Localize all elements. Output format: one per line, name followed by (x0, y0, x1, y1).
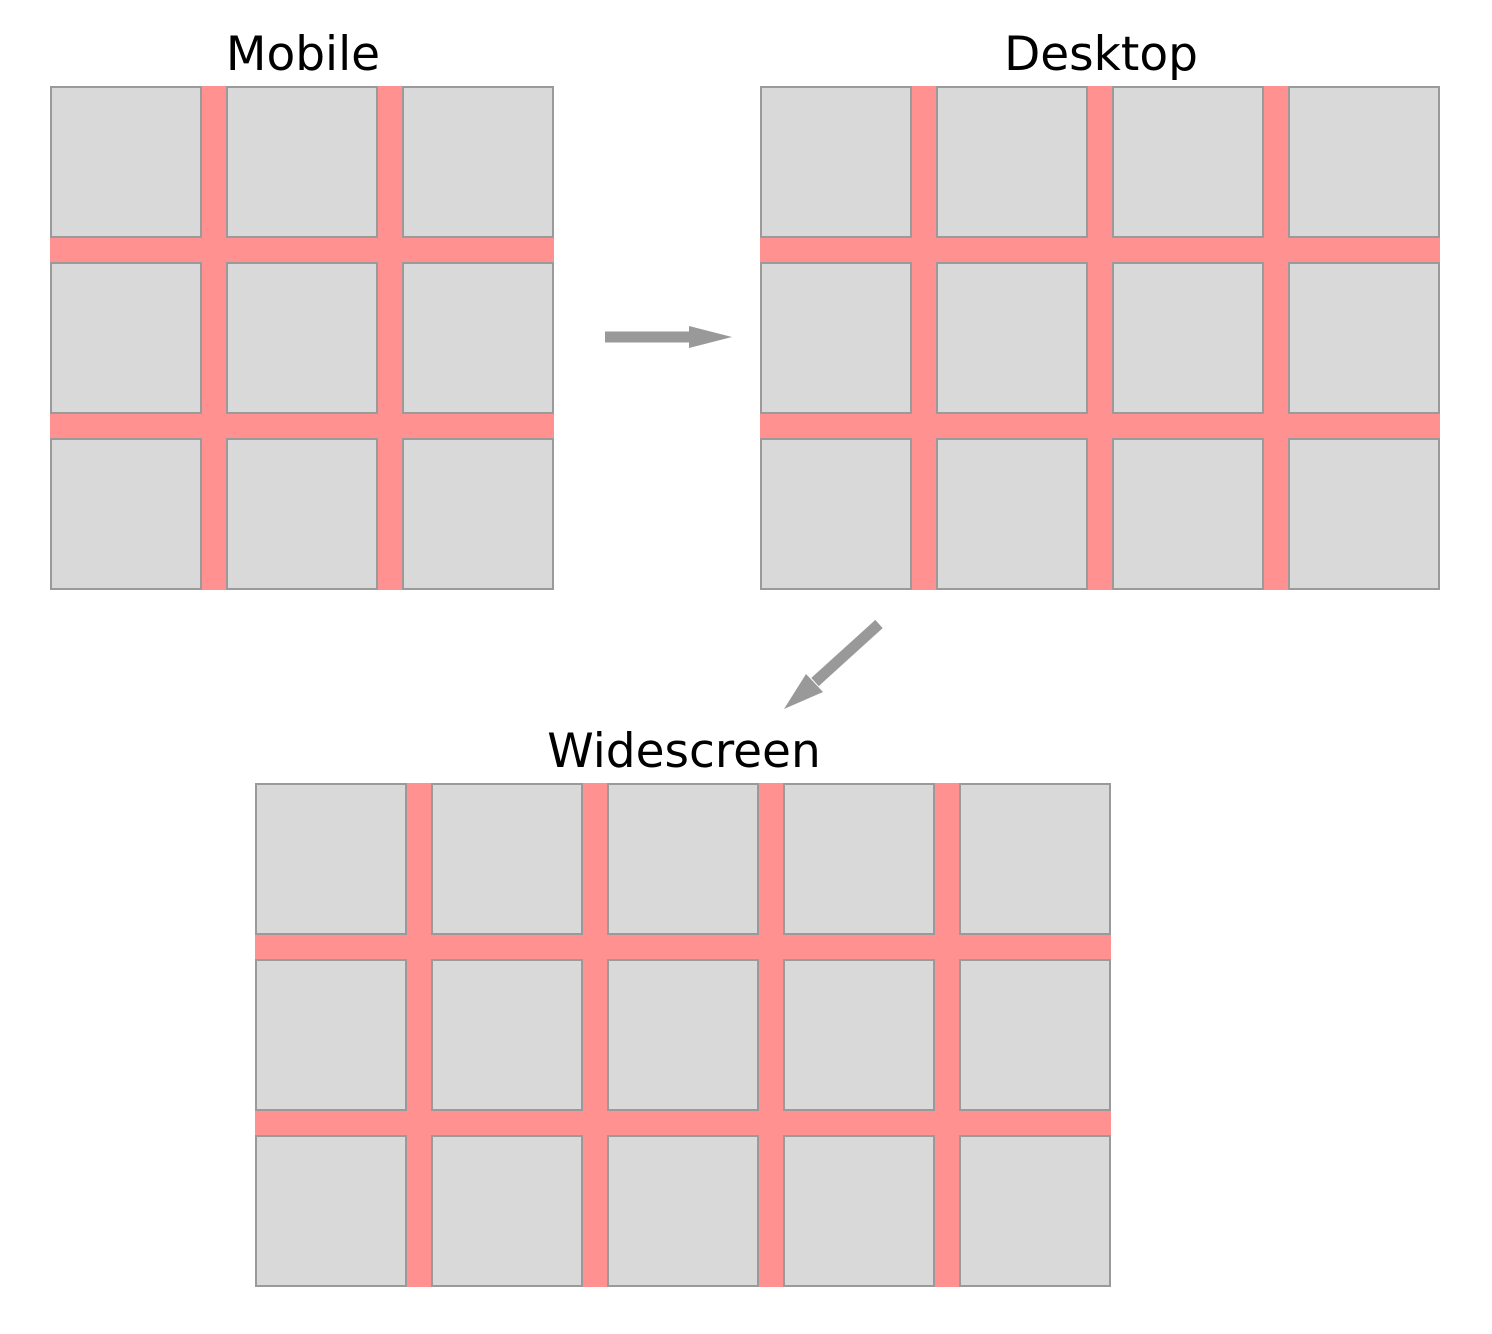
grid-cell (959, 1135, 1111, 1287)
grid-cell (936, 262, 1088, 414)
grid-cell (226, 262, 378, 414)
grid-cell (783, 959, 935, 1111)
grid-cell (402, 438, 554, 590)
arrow-head (689, 326, 732, 348)
widescreen-title: Widescreen (547, 724, 821, 779)
grid-cell (607, 783, 759, 935)
grid-cell (226, 86, 378, 238)
desktop-title: Desktop (1004, 27, 1198, 82)
grid-cell (936, 438, 1088, 590)
desktop-grid (760, 86, 1440, 590)
grid-cell (50, 262, 202, 414)
grid-cell (255, 959, 407, 1111)
arrow-head (784, 674, 823, 709)
grid-cell (959, 959, 1111, 1111)
grid-cell (1112, 262, 1264, 414)
mobile-to-desktop-arrow (605, 326, 732, 348)
grid-cell (607, 1135, 759, 1287)
grid-cell (50, 86, 202, 238)
grid-cell (760, 86, 912, 238)
grid-cell (1288, 262, 1440, 414)
grid-cell (760, 438, 912, 590)
desktop-to-widescreen-arrow (784, 619, 883, 709)
grid-cell (1288, 86, 1440, 238)
grid-cell (255, 1135, 407, 1287)
arrow-shaft (811, 619, 883, 687)
grid-cell (431, 959, 583, 1111)
grid-cell (959, 783, 1111, 935)
grid-cell (431, 1135, 583, 1287)
grid-cell (1288, 438, 1440, 590)
grid-cell (1112, 86, 1264, 238)
grid-cell (431, 783, 583, 935)
grid-cell (607, 959, 759, 1111)
grid-cell (783, 783, 935, 935)
grid-cell (226, 438, 378, 590)
mobile-grid (50, 86, 554, 590)
grid-cell (50, 438, 202, 590)
grid-cell (402, 86, 554, 238)
widescreen-grid (255, 783, 1111, 1287)
mobile-title: Mobile (225, 27, 381, 82)
grid-cell (936, 86, 1088, 238)
grid-cell (402, 262, 554, 414)
grid-cell (760, 262, 912, 414)
grid-cell (1112, 438, 1264, 590)
grid-cell (255, 783, 407, 935)
grid-cell (783, 1135, 935, 1287)
